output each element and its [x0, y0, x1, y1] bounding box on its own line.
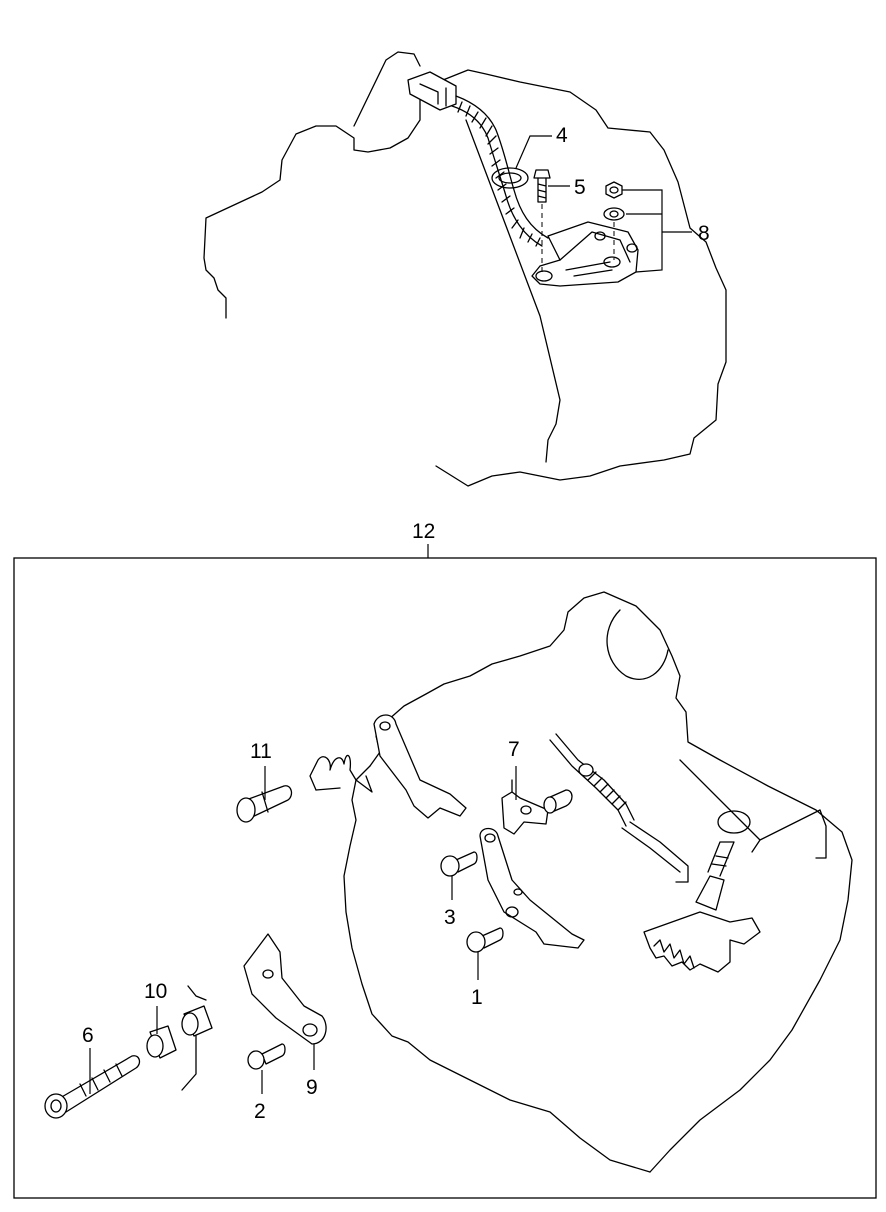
inhibitor-switch-harness	[407, 71, 639, 287]
callout-12: 12	[412, 520, 435, 543]
callout-10: 10	[144, 980, 167, 1003]
lower-transaxle-outline	[343, 591, 853, 1173]
callout-5: 5	[574, 176, 586, 199]
callout-3: 3	[444, 906, 456, 929]
callout-1: 1	[471, 986, 483, 1009]
callout-6: 6	[82, 1024, 94, 1047]
callout-2: 2	[254, 1100, 266, 1123]
upper-leader-lines	[515, 135, 692, 273]
callout-8: 8	[698, 222, 710, 245]
callout-9: 9	[306, 1076, 318, 1099]
lower-parts	[44, 714, 761, 1119]
group-12-frame	[13, 544, 877, 1199]
upper-transaxle-outline	[203, 51, 727, 487]
callout-labels: 4 5 8 12 11 7 3 1 10 6 9 2	[82, 124, 710, 1123]
callout-7: 7	[508, 738, 520, 761]
lower-leader-lines	[89, 766, 517, 1094]
callout-4: 4	[556, 124, 568, 147]
callout-11: 11	[250, 740, 272, 763]
